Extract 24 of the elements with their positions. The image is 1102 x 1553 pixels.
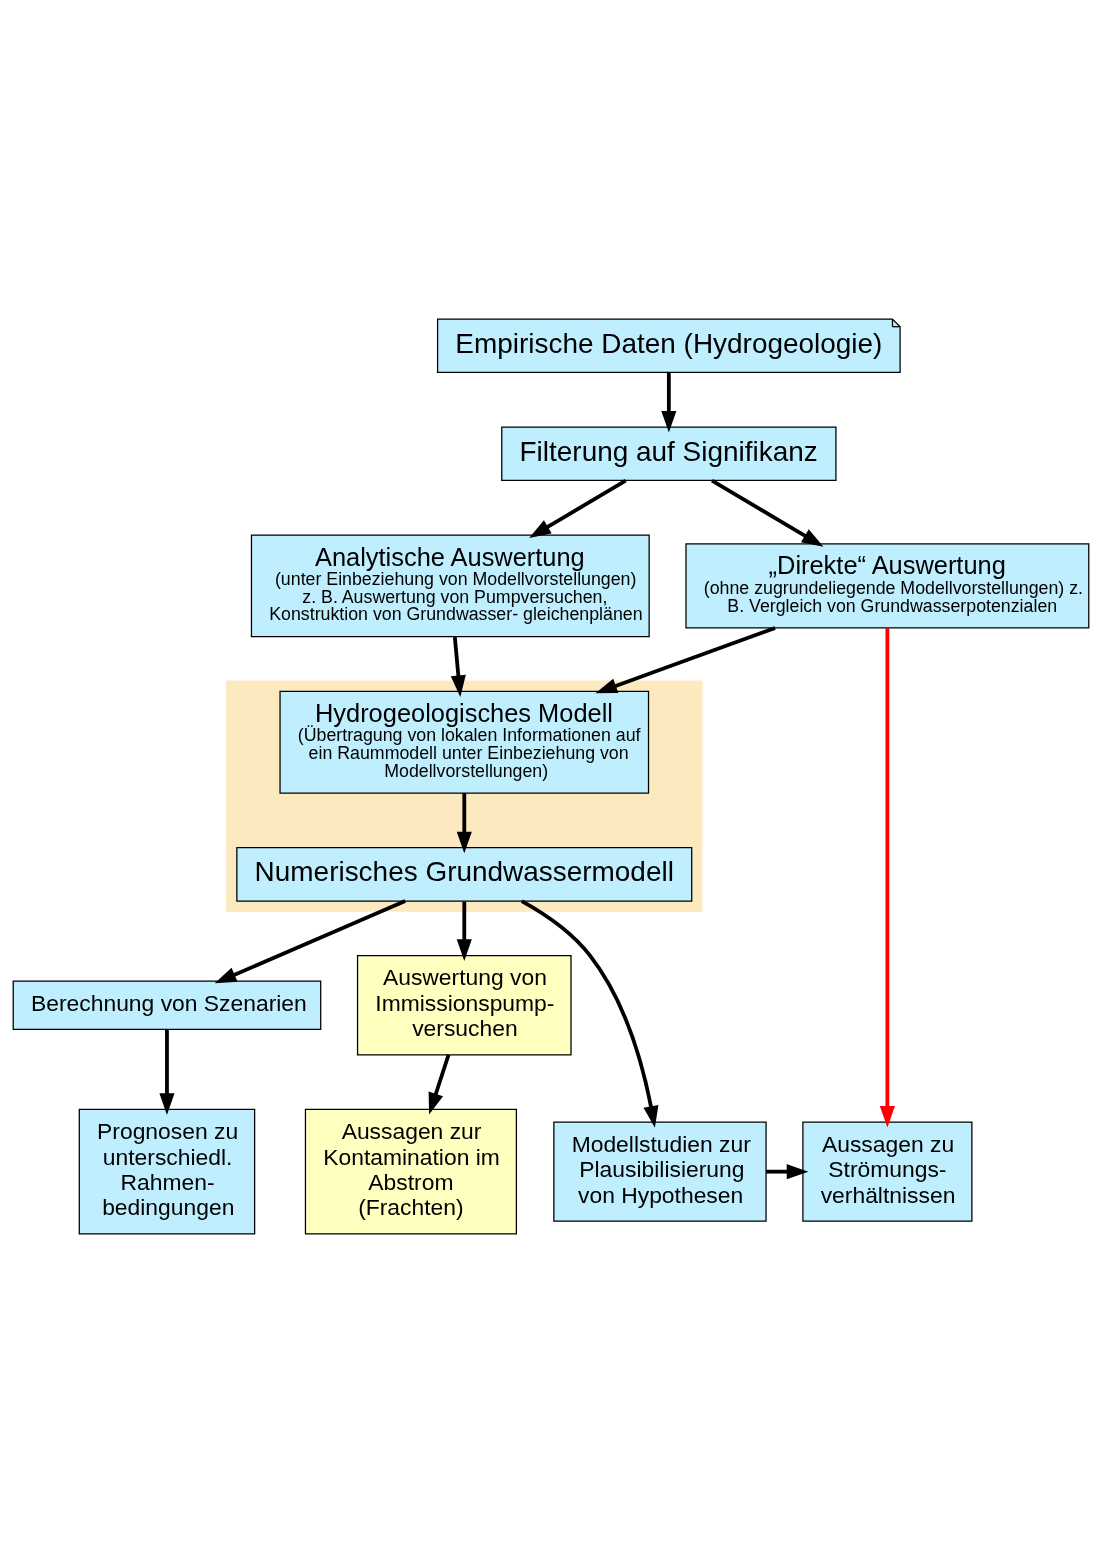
- arrow: [214, 899, 406, 984]
- arrow: [456, 793, 472, 854]
- arrow: [450, 636, 466, 697]
- node-box: Auswertung von Immissionspump- versuchen: [356, 955, 572, 1056]
- node-box: „Direkte“ Auswertung (ohne zugrundeliegende Modellvorstellungen) z. B. Vergleich von Grundwasserpotenzialen: [685, 543, 1090, 629]
- arrow: [520, 899, 659, 1128]
- arrow: [529, 479, 627, 538]
- node-box: Berechnung von Szenarien: [12, 980, 322, 1030]
- node-box: Hydrogeologisches Modell (Übertragung von lokalen Informationen auf ein Raummodell unter Einbeziehung von Modellvorstellungen): [279, 690, 650, 794]
- node-box: Aussagen zur Kontamination im Abstrom (Frachten): [304, 1108, 517, 1235]
- arrow: [661, 372, 677, 433]
- arrow: [766, 1164, 809, 1180]
- arrow: [159, 1029, 175, 1115]
- node-box: Prognosen zu unterschiedl. Rahmen- bedingungen: [78, 1108, 256, 1235]
- node-box: Aussagen zu Strömungs- verhältnissen: [802, 1121, 973, 1222]
- node-box: Modellstudien zur Plausibilisierung von Hypothesen: [553, 1121, 767, 1222]
- arrow: [595, 626, 776, 694]
- node-box: Analytische Auswertung (unter Einbeziehung von Modellvorstellungen) z. B. Auswertung von Pumpversuchen, Konstruktion von Grundwasser- gleichenplänen: [250, 534, 650, 638]
- arrow: [879, 628, 895, 1128]
- arrow: [428, 1054, 451, 1115]
- node-box: Filterung auf Signifikanz: [501, 426, 837, 482]
- arrow: [711, 479, 824, 547]
- arrow: [456, 901, 472, 961]
- node-box: Numerisches Grundwassermodell: [236, 847, 693, 902]
